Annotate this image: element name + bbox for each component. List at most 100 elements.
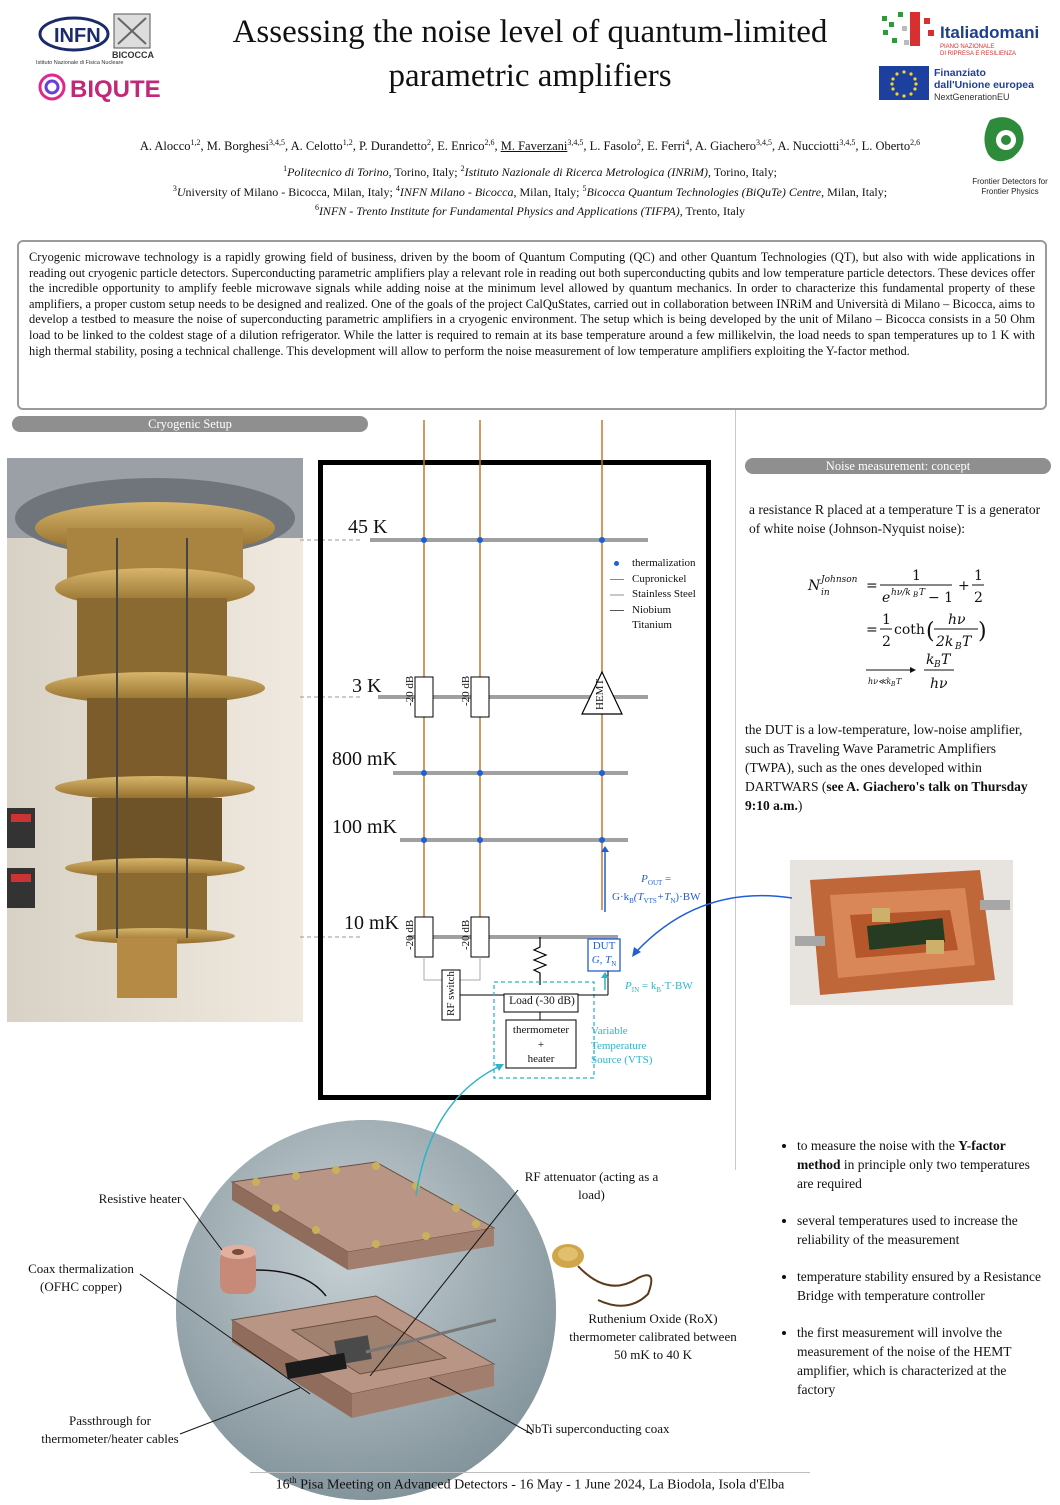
svg-text:2: 2 <box>882 634 891 650</box>
author-name: L. Fasolo <box>589 139 637 154</box>
author-affiliation-index: 3,4,5 <box>567 138 584 147</box>
svg-text:coth: coth <box>894 622 925 638</box>
svg-text:hν≪k: hν≪k <box>868 677 891 686</box>
svg-text:k: k <box>926 652 934 668</box>
legend-item: Cupronickel <box>610 572 696 588</box>
svg-text:T: T <box>919 588 926 598</box>
author-affiliation-index: 2 <box>636 138 641 147</box>
svg-text:Istituto Nazionale di Fisica N: Istituto Nazionale di Fisica Nucleare <box>36 60 123 66</box>
section-noise-concept: Noise measurement: concept <box>745 458 1051 474</box>
svg-text:Frontier Physics: Frontier Physics <box>981 187 1038 196</box>
abstract-text: Cryogenic microwave technology is a rapi… <box>29 250 1035 358</box>
author-name: A. Nucciotti <box>777 139 840 154</box>
affiliation-name: INFN - Trento Institute for Fundamental … <box>318 204 680 218</box>
infn-text: INFN <box>54 25 101 47</box>
svg-text:1: 1 <box>974 568 983 584</box>
legend-label: thermalization <box>632 557 696 569</box>
affiliation-location: , Trento, Italy <box>679 204 746 218</box>
bullet-item: several temperatures used to increase th… <box>797 1211 1045 1249</box>
svg-text:B: B <box>933 660 941 670</box>
affiliation-index: 6 <box>314 203 319 212</box>
affiliation-location: , Milan, Italy; <box>821 185 888 199</box>
bullet-item: to measure the noise with the Y-factor m… <box>797 1136 1045 1193</box>
affiliation-name: Istituto Nazionale di Ricerca Metrologic… <box>464 165 708 179</box>
affiliation-location: , Milan, Italy; <box>513 185 583 199</box>
abstract-box: Cryogenic microwave technology is a rapi… <box>17 240 1047 410</box>
svg-text:PIANO NAZIONALE: PIANO NAZIONALE <box>940 44 994 50</box>
legend-label: Stainless Steel <box>632 588 696 600</box>
svg-text:Italiadomani: Italiadomani <box>940 23 1039 42</box>
author-affiliation-index: 2,6 <box>484 138 495 147</box>
affiliation-index: 1 <box>283 164 288 173</box>
bique-logo: BIQUTE <box>36 70 176 104</box>
rox-thermometer-image <box>552 1244 653 1307</box>
svg-text:T: T <box>962 634 973 650</box>
author-affiliation-index: 4 <box>685 138 690 147</box>
johnson-noise-equation: N Johnson in = 1 e hν/k B T − 1 + 1 2 = … <box>807 568 987 692</box>
affiliation-index: 3 <box>172 184 177 193</box>
svg-text:dall'Unione europea: dall'Unione europea <box>934 79 1034 91</box>
legend-item: Stainless Steel <box>610 587 696 603</box>
author-affiliation-index: 3,4,5 <box>839 138 856 147</box>
affiliation-name: Bicocca Quantum Technologies (BiQuTe) Ce… <box>586 185 822 199</box>
label-resistive-heater: Resistive heater <box>98 1191 182 1206</box>
noise-intro-text: a resistance R placed at a temperature T… <box>749 502 1041 536</box>
pin-formula: PIN = kB·T·BW <box>625 980 693 995</box>
author-affiliation-index: 3,4,5 <box>755 138 772 147</box>
svg-text:2: 2 <box>974 590 983 606</box>
y-factor-bullets: to measure the noise with the Y-factor m… <box>775 1136 1045 1417</box>
attenuator-10mk-1: -20 dB <box>404 919 416 950</box>
italiadomani-logo: Italiadomani PIANO NAZIONALE DI RIPRESA … <box>880 8 1050 58</box>
label-rox-thermometer: Ruthenium Oxide (RoX) thermometer calibr… <box>569 1311 737 1362</box>
affiliation-name: Politecnico di Torino <box>287 165 389 179</box>
svg-text:+: + <box>958 578 970 594</box>
svg-text:Finanziato: Finanziato <box>934 67 986 79</box>
svg-text:BIQUTE: BIQUTE <box>70 76 161 103</box>
cad-leader-lines <box>139 1189 533 1435</box>
svg-text:DI RIPRESA E RESILIENZA: DI RIPRESA E RESILIENZA <box>940 51 1016 57</box>
rf-switch-label: RF switch <box>445 971 457 1016</box>
column-divider <box>735 410 736 1170</box>
svg-text:− 1: − 1 <box>928 590 953 606</box>
author-list: A. Alocco1,2, M. Borghesi3,4,5, A. Celot… <box>139 138 921 154</box>
load-label: Load (-30 dB) <box>509 995 575 1007</box>
svg-text:BICOCCA: BICOCCA <box>112 50 154 60</box>
svg-text:Frontier Detectors for: Frontier Detectors for <box>972 177 1048 186</box>
affiliation-name: INFN Milano - Bicocca <box>399 185 514 199</box>
twpa-photo <box>790 860 1013 1005</box>
legend-item: Titanium <box>610 618 696 634</box>
affiliation-location: , Torino, Italy; <box>388 165 461 179</box>
twpa-to-dut-arrow <box>632 894 793 957</box>
cryostat-schematic <box>318 460 711 1100</box>
stage-leader-lines <box>300 539 360 938</box>
svg-text:in: in <box>821 588 830 598</box>
affiliations-line-1: 1Politecnico di Torino, Torino, Italy; 2… <box>60 164 1000 180</box>
legend-label: Titanium <box>632 619 672 631</box>
stage-label-800mk: 800 mK <box>332 748 397 770</box>
author-name: M. Faverzani <box>500 139 568 154</box>
svg-text:e: e <box>882 590 890 606</box>
legend-swatch <box>614 561 619 567</box>
svg-text:hν/k: hν/k <box>891 588 911 598</box>
author-affiliation-index: 2,6 <box>910 138 921 147</box>
affiliation-location: niversity of Milano - Bicocca, Milan, It… <box>185 185 396 199</box>
legend-label: Cupronickel <box>632 572 687 585</box>
author-name: P. Durandetto <box>358 139 427 154</box>
label-coax-thermalization: Coax thermalization (OFHC copper) <box>28 1261 134 1294</box>
svg-text:2k: 2k <box>935 634 953 650</box>
infn-bicocca-logo: INFN Istituto Nazionale di Fisica Nuclea… <box>34 12 162 70</box>
svg-text:hν: hν <box>930 676 948 692</box>
author-affiliation-index: 1,2 <box>190 138 201 147</box>
legend-swatch <box>610 609 624 611</box>
svg-text:B: B <box>912 591 918 599</box>
svg-text:=: = <box>866 622 878 638</box>
legend-swatch <box>610 578 624 580</box>
eu-logo: Finanziato dall'Unione europea NextGener… <box>878 64 1053 104</box>
attenuator-3k-1: -20 dB <box>404 675 416 706</box>
vts-cad-render <box>176 1120 556 1500</box>
author-name: E. Enrico <box>437 139 485 154</box>
fdfp-logo: Frontier Detectors for Frontier Physics <box>960 114 1060 204</box>
author-affiliation-index: 3,4,5 <box>269 138 286 147</box>
